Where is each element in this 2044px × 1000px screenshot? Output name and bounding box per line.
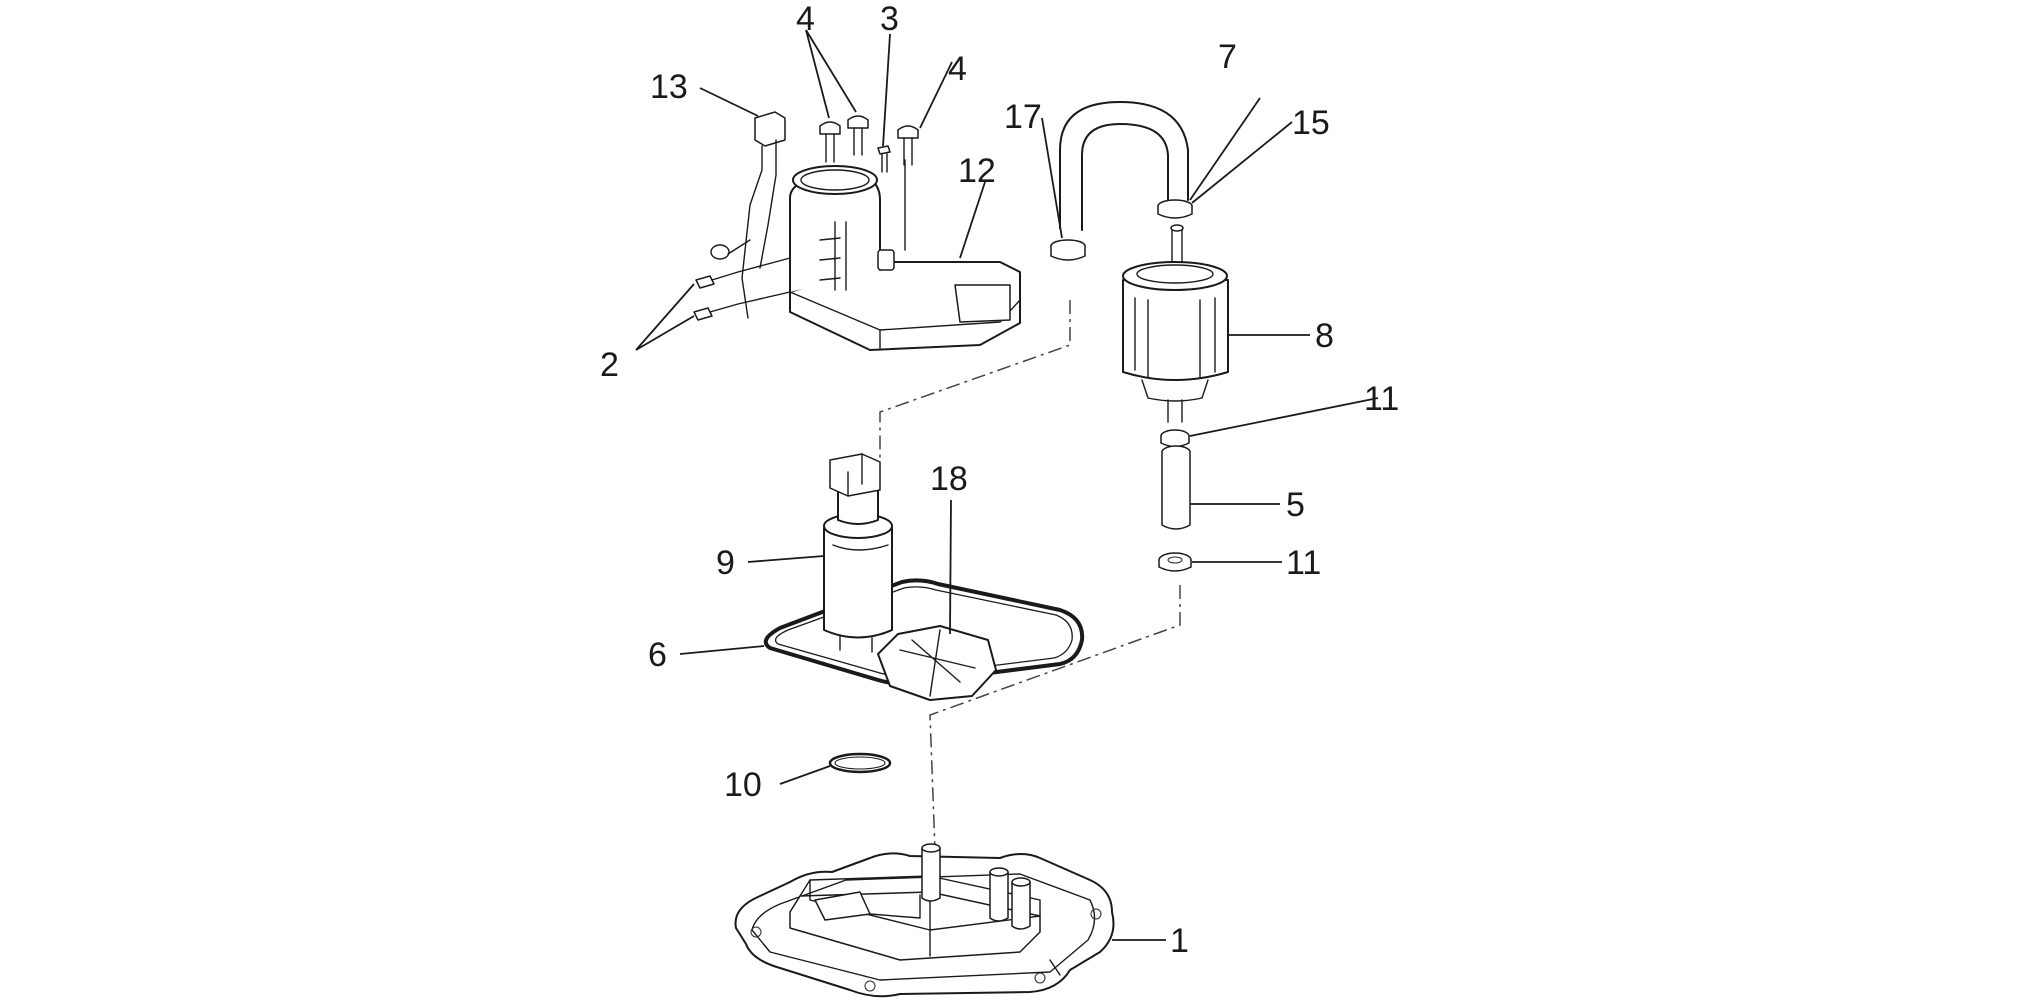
part-1-base-plate: [734, 843, 1115, 998]
part-17-clamp: [1050, 239, 1086, 261]
callout-13: 13: [650, 68, 688, 106]
callout-11-upper: 11: [1364, 380, 1399, 418]
callout-10: 10: [724, 766, 762, 804]
assembly-lines: [879, 300, 1181, 851]
part-7-hose: [1059, 101, 1189, 231]
part-10-snap-ring: [828, 752, 892, 774]
part-5-tube: [1161, 445, 1191, 530]
part-2-screws: [693, 271, 739, 321]
callout-labels: 13 4 3 4 12 2 17 7 15 8 11 5 11 18 9 6 1…: [600, 0, 1399, 960]
callout-3: 3: [880, 0, 899, 38]
callout-5: 5: [1286, 486, 1305, 524]
part-6-gasket: [763, 578, 1085, 686]
part-4-bolts: [819, 115, 919, 166]
part-11-washer-upper: [1160, 429, 1190, 448]
part-18-strainer: [877, 625, 997, 701]
callout-1: 1: [1170, 922, 1189, 960]
part-11-washer-lower: [1158, 552, 1192, 572]
callout-9: 9: [716, 544, 735, 582]
part-9-fuel-pump: [823, 453, 893, 653]
part-3-screw: [877, 145, 891, 173]
callout-7: 7: [1218, 38, 1237, 76]
callout-8: 8: [1315, 317, 1334, 355]
callout-6: 6: [648, 636, 667, 674]
callout-17: 17: [1004, 98, 1042, 136]
callout-11-lower: 11: [1286, 544, 1321, 582]
callout-15: 15: [1292, 104, 1330, 142]
part-8-fuel-filter: [1122, 224, 1229, 423]
callout-18: 18: [930, 460, 968, 498]
callout-4-right: 4: [948, 50, 967, 88]
part-13-sensor-wire: [710, 111, 791, 319]
callout-4-left: 4: [796, 0, 815, 38]
callout-12: 12: [958, 152, 996, 190]
leader-lines: [635, 29, 1379, 941]
part-15-clamp: [1157, 199, 1193, 219]
callout-2: 2: [600, 346, 619, 384]
part-12-housing: [789, 159, 1021, 351]
